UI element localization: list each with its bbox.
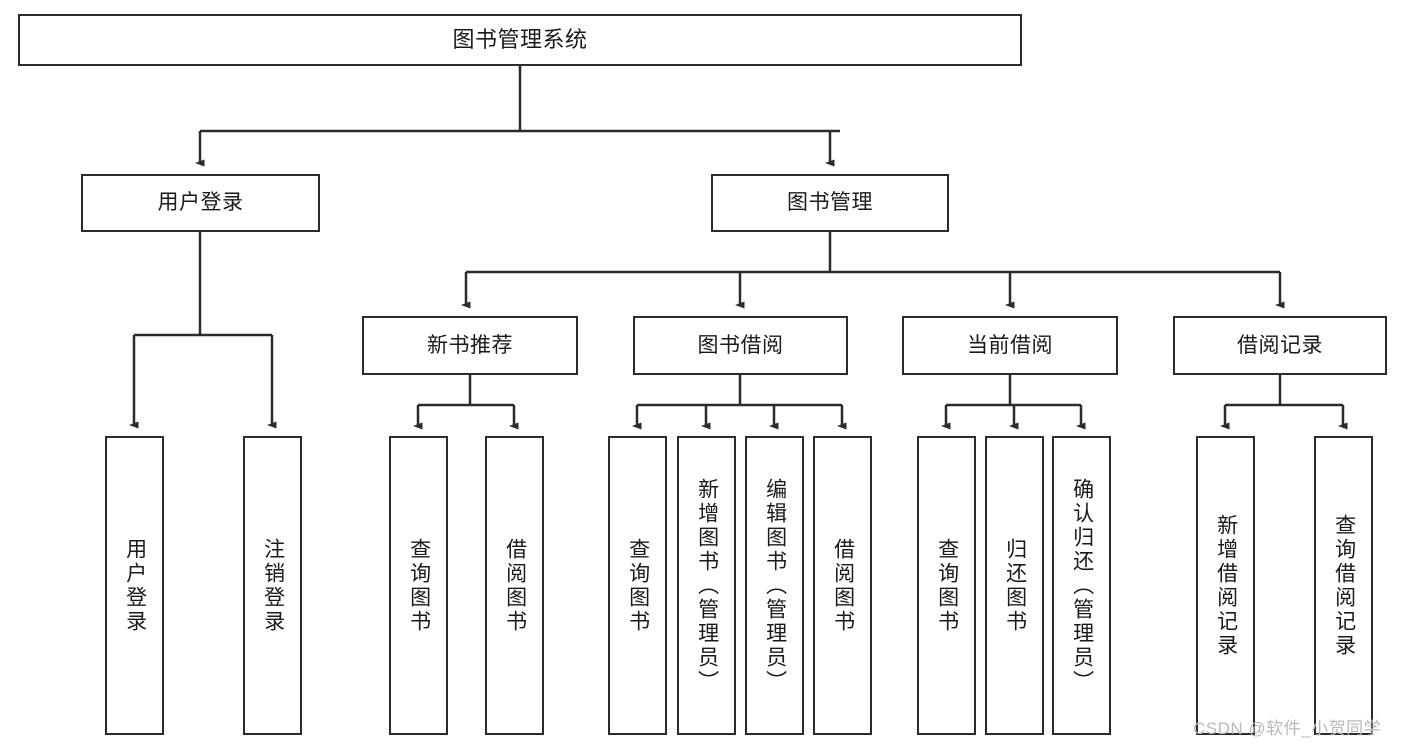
node-book-management[interactable]: 图书管理 (711, 174, 949, 232)
leaf-add-book-admin[interactable]: 新增图书（管理员） (677, 436, 736, 735)
leaf-confirm-return-admin[interactable]: 确认归还（管理员） (1052, 436, 1111, 735)
leaf-user-logout-label: 注销登录 (261, 537, 285, 634)
leaf-query-book-recommend-label: 查询图书 (407, 537, 431, 634)
leaf-query-book-current[interactable]: 查询图书 (917, 436, 976, 735)
leaf-add-book-admin-label: 新增图书（管理员） (695, 477, 719, 694)
node-borrow-records-label: 借阅记录 (1237, 333, 1323, 357)
node-current-borrow[interactable]: 当前借阅 (902, 316, 1118, 375)
leaf-borrow-book-label: 借阅图书 (831, 537, 855, 634)
leaf-query-borrow-record-label: 查询借阅记录 (1332, 513, 1356, 658)
leaf-user-login-label: 用户登录 (123, 537, 147, 634)
leaf-user-logout[interactable]: 注销登录 (243, 436, 302, 735)
leaf-borrow-book-recommend[interactable]: 借阅图书 (485, 436, 544, 735)
node-root[interactable]: 图书管理系统 (18, 14, 1022, 66)
leaf-borrow-book[interactable]: 借阅图书 (813, 436, 872, 735)
node-root-label: 图书管理系统 (452, 26, 588, 52)
leaf-query-book-borrow-label: 查询图书 (626, 537, 650, 634)
node-new-book-recommend[interactable]: 新书推荐 (362, 316, 578, 375)
leaf-return-book-label: 归还图书 (1003, 537, 1027, 634)
leaf-user-login[interactable]: 用户登录 (105, 436, 164, 735)
leaf-borrow-book-recommend-label: 借阅图书 (503, 537, 527, 634)
leaf-query-borrow-record[interactable]: 查询借阅记录 (1314, 436, 1373, 735)
node-book-management-label: 图书管理 (787, 191, 873, 215)
node-new-book-recommend-label: 新书推荐 (427, 333, 513, 357)
leaf-edit-book-admin-label: 编辑图书（管理员） (763, 477, 787, 694)
leaf-edit-book-admin[interactable]: 编辑图书（管理员） (745, 436, 804, 735)
node-book-borrow[interactable]: 图书借阅 (633, 316, 848, 375)
node-current-borrow-label: 当前借阅 (967, 333, 1053, 357)
leaf-return-book[interactable]: 归还图书 (985, 436, 1044, 735)
node-user-login[interactable]: 用户登录 (81, 174, 320, 232)
node-borrow-records[interactable]: 借阅记录 (1173, 316, 1387, 375)
leaf-query-book-borrow[interactable]: 查询图书 (608, 436, 667, 735)
leaf-add-borrow-record-label: 新增借阅记录 (1214, 513, 1238, 658)
node-user-login-label: 用户登录 (157, 191, 244, 215)
leaf-query-book-current-label: 查询图书 (935, 537, 959, 634)
watermark: CSDN @软件_小贺同学 (1193, 719, 1382, 738)
leaf-add-borrow-record[interactable]: 新增借阅记录 (1196, 436, 1255, 735)
leaf-query-book-recommend[interactable]: 查询图书 (389, 436, 448, 735)
node-book-borrow-label: 图书借阅 (697, 333, 784, 357)
leaf-confirm-return-admin-label: 确认归还（管理员） (1070, 477, 1094, 694)
